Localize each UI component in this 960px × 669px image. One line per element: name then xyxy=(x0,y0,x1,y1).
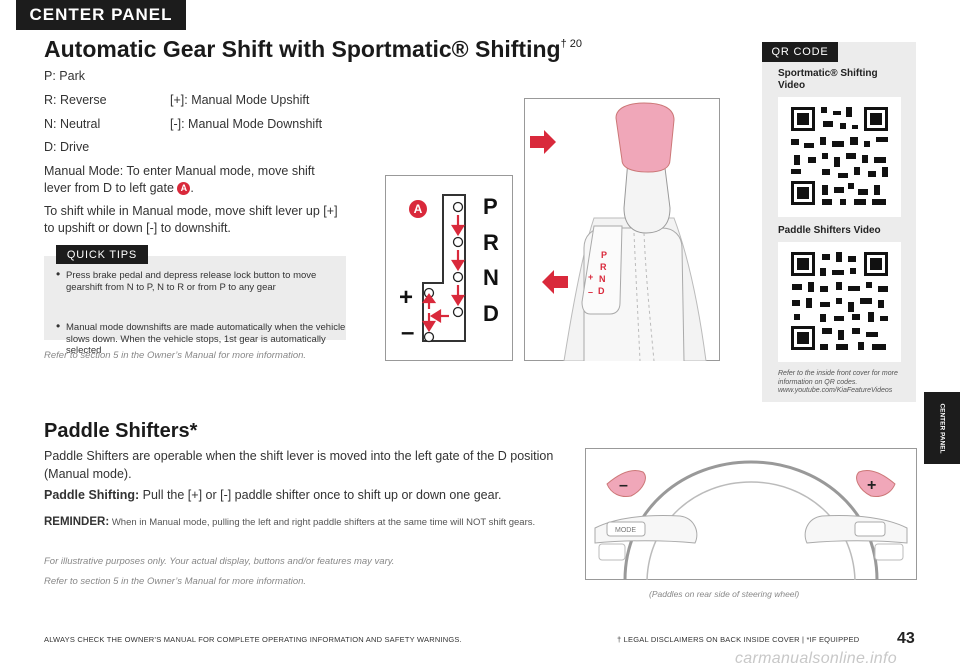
section-banner: CENTER PANEL xyxy=(16,0,186,30)
qr-code-paddle-shifters-icon xyxy=(791,252,888,350)
reminder-text: When in Manual mode, pulling the left an… xyxy=(111,517,536,528)
arrowhead xyxy=(451,224,465,237)
gate-label-r: R xyxy=(483,230,499,255)
arrowhead xyxy=(421,293,437,304)
gate-frame xyxy=(385,175,513,361)
steering-wheel-illustration: – + MODE xyxy=(585,448,917,580)
left-paddle-minus xyxy=(606,470,646,497)
gear-indicator-panel xyxy=(581,225,623,315)
gear-reverse: R: Reverse xyxy=(44,93,107,107)
reminder-paragraph: REMINDER: When in Manual mode, pulling t… xyxy=(44,516,544,529)
manual-mode-text: Manual Mode: To enter Manual mode, move … xyxy=(44,164,315,195)
gate-hole-r xyxy=(452,236,464,248)
page-title-text: Automatic Gear Shift with Sportmatic® Sh… xyxy=(44,36,561,62)
quick-tip-item: Press brake pedal and depress release lo… xyxy=(56,269,348,293)
quick-tip-item: Manual mode downshifts are made automati… xyxy=(56,321,348,357)
qr-code-label: QR CODE xyxy=(762,42,838,62)
indicator-d: D xyxy=(598,286,605,296)
callout-a-badge: A xyxy=(177,182,191,196)
manual-mode-paragraph: Manual Mode: To enter Manual mode, move … xyxy=(44,164,315,196)
shift-knob-highlighted xyxy=(615,102,675,173)
arrow-to-knob xyxy=(530,130,556,154)
watermark: carmanualsonline.info xyxy=(735,650,897,667)
qr-video2-title: Paddle Shifters Video xyxy=(778,225,881,236)
gear-park: P: Park xyxy=(44,69,85,83)
indicator-minus: – xyxy=(588,287,593,297)
qr-video1-title: Sportmatic® Shifting Video xyxy=(778,68,878,91)
stitch-line xyxy=(633,232,641,361)
qr-code-sportmatic[interactable] xyxy=(778,97,901,217)
shift-gate-diagram: P R N D + – xyxy=(385,175,513,361)
footer-safety-warning: ALWAYS CHECK THE OWNER’S MANUAL FOR COMP… xyxy=(44,635,462,644)
gear-upshift: [+]: Manual Mode Upshift xyxy=(170,93,310,107)
gate-hole-p xyxy=(452,201,464,213)
gate-label-n: N xyxy=(483,265,499,290)
paddle-description: Paddle Shifters are operable when the sh… xyxy=(44,449,554,481)
gate-outline xyxy=(422,194,466,342)
gate-label-minus: – xyxy=(401,319,414,346)
stitch-line xyxy=(643,232,655,361)
indicator-n: N xyxy=(599,274,606,284)
paddle-shifting-paragraph: Paddle Shifting: Pull the [+] or [-] pad… xyxy=(44,487,564,504)
gear-drive: D: Drive xyxy=(44,140,90,154)
owner-manual-reference: Refer to section 5 in the Owner’s Manual… xyxy=(44,350,307,361)
wheel-mode-button xyxy=(606,521,646,537)
quick-tips-label: QUICK TIPS xyxy=(56,245,148,264)
gear-shifter-illustration: P R N D + – xyxy=(524,98,720,361)
gate-label-d: D xyxy=(483,301,499,326)
gate-label-plus: + xyxy=(399,284,413,311)
arrowhead xyxy=(451,294,465,307)
arrow-to-indicator xyxy=(542,270,568,294)
paddle-shifting-label: Paddle Shifting: xyxy=(44,488,140,502)
arrowhead xyxy=(451,259,465,272)
qr-code-sportmatic-icon xyxy=(791,107,888,205)
page-title: Automatic Gear Shift with Sportmatic® Sh… xyxy=(44,36,582,63)
wheel-button xyxy=(854,521,886,537)
gate-hole-n xyxy=(452,271,464,283)
title-superscript: † 20 xyxy=(560,38,583,50)
wheel-frame xyxy=(585,448,917,580)
indicator-p: P xyxy=(601,250,607,260)
paddle-shifting-text: Pull the [+] or [-] paddle shifter once … xyxy=(142,488,502,502)
indicator-plus: + xyxy=(588,272,593,282)
right-paddle-plus xyxy=(856,470,896,497)
illustrative-disclaimer: For illustrative purposes only. Your act… xyxy=(44,556,395,567)
side-section-tab-label: CENTER PANEL xyxy=(938,402,946,454)
wheel-button xyxy=(874,543,904,561)
arrowhead xyxy=(422,320,436,333)
qr-code-paddle-shifters[interactable] xyxy=(778,242,901,362)
indicator-r: R xyxy=(600,262,607,272)
page-number: 43 xyxy=(897,630,915,647)
gate-hole-minus xyxy=(423,331,435,343)
gate-hole-d xyxy=(452,306,464,318)
lever-stem xyxy=(623,159,671,234)
arrowhead xyxy=(429,309,442,323)
wheel-mode-label: MODE xyxy=(615,527,636,534)
gear-neutral: N: Neutral xyxy=(44,117,101,131)
paddle-plus-label: + xyxy=(867,477,876,494)
paddle-owner-manual-reference: Refer to section 5 in the Owner’s Manual… xyxy=(44,576,307,587)
gate-label-p: P xyxy=(483,194,498,219)
steering-wheel-caption: (Paddles on rear side of steering wheel) xyxy=(649,589,800,599)
shift-paragraph: To shift while in Manual mode, move shif… xyxy=(44,204,338,235)
paddle-minus-label: – xyxy=(619,477,628,494)
footer-disclaimers: † LEGAL DISCLAIMERS ON BACK INSIDE COVER… xyxy=(617,635,860,644)
side-section-tab[interactable]: CENTER PANEL xyxy=(924,392,960,464)
qr-note: Refer to the inside front cover for more… xyxy=(778,370,898,394)
diagram-callout-a: A xyxy=(409,200,427,218)
reminder-label: REMINDER: xyxy=(44,516,110,528)
wheel-button xyxy=(598,543,626,561)
gear-downshift: [-]: Manual Mode Downshift xyxy=(170,117,323,131)
paddle-shifters-title: Paddle Shifters* xyxy=(44,420,198,442)
